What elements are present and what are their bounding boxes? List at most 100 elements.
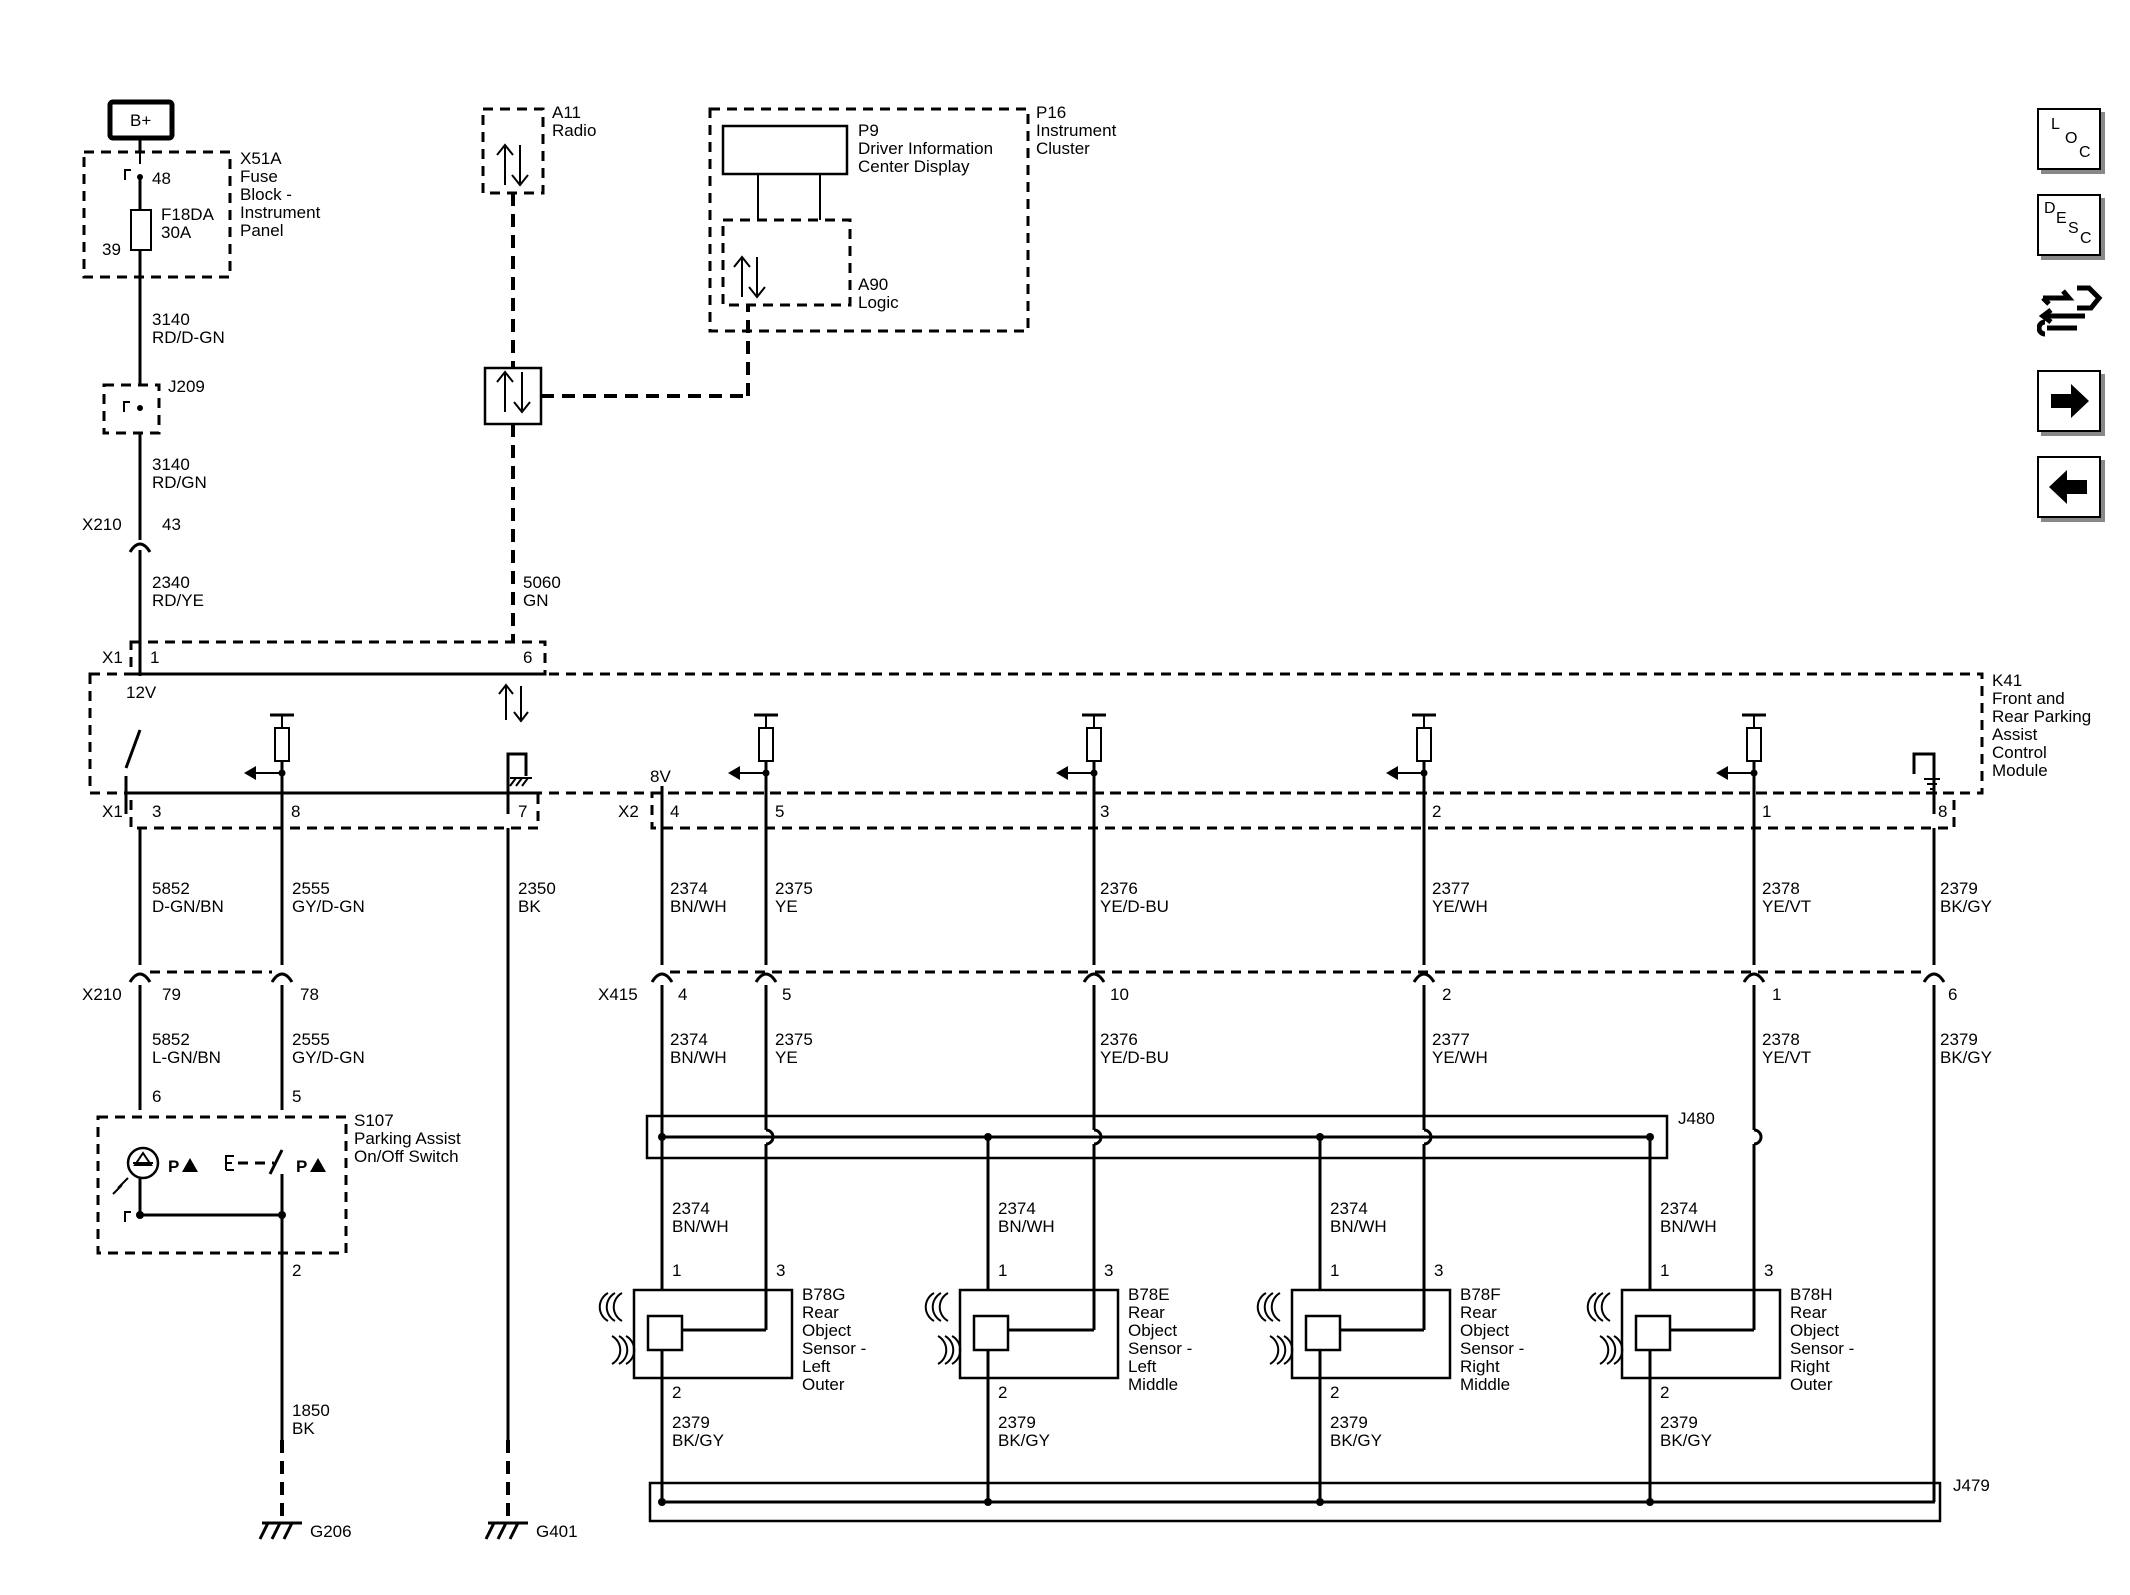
mid-wire-color: BK bbox=[518, 897, 541, 916]
low-wire-circuit: 2379 bbox=[1940, 1030, 1978, 1049]
x210-pin-78: 78 bbox=[300, 985, 319, 1004]
arrow-left-icon bbox=[2049, 470, 2087, 504]
ultrasonic-wave-icon bbox=[598, 1292, 636, 1365]
ground-g401-label: G401 bbox=[536, 1522, 578, 1541]
pullup-resistor bbox=[244, 713, 294, 828]
low-wire-color: YE/WH bbox=[1432, 1048, 1488, 1067]
sensor-pin-1: 1 bbox=[998, 1261, 1007, 1280]
sensor-ground-color: BK/GY bbox=[672, 1431, 724, 1450]
sensor-pin-2: 2 bbox=[998, 1383, 1007, 1402]
harness-wire bbox=[1082, 828, 1106, 983]
sensor-pin-3: 3 bbox=[1434, 1261, 1443, 1280]
logic-ref: A90 bbox=[858, 275, 888, 294]
loc-letter-c: C bbox=[2079, 144, 2091, 161]
fuse-ref: F18DA bbox=[161, 205, 215, 224]
sensor-name-line: Right bbox=[1460, 1357, 1500, 1376]
fuse-block-name-3: Instrument bbox=[240, 203, 321, 222]
low-wire-color: YE/D-BU bbox=[1100, 1048, 1169, 1067]
ground-g206-label: G206 bbox=[310, 1522, 352, 1541]
switch-pin-5: 5 bbox=[292, 1087, 301, 1106]
ultrasonic-wave-icon bbox=[924, 1292, 962, 1365]
svg-text:P: P bbox=[168, 1157, 179, 1176]
sensor-pin-2: 2 bbox=[1660, 1383, 1669, 1402]
module-12v: 12V bbox=[126, 683, 157, 702]
wire-2340-color: RD/YE bbox=[152, 591, 204, 610]
sensor-name-line: Rear bbox=[1790, 1303, 1827, 1322]
sensor-feed-circuit: 2374 bbox=[1660, 1199, 1698, 1218]
fuse-block-name-4: Panel bbox=[240, 221, 283, 240]
sensor-name-line: Object bbox=[1128, 1321, 1177, 1340]
sensor-name-line: Left bbox=[1128, 1357, 1157, 1376]
mid-wire-color: GY/D-GN bbox=[292, 897, 365, 916]
next-page-button[interactable] bbox=[2037, 370, 2101, 432]
sensor-feed-circuit: 2374 bbox=[998, 1199, 1036, 1218]
sensor-ground-color: BK/GY bbox=[1330, 1431, 1382, 1450]
sensor-feed-color: BN/WH bbox=[672, 1217, 729, 1236]
x1-pin-7: 7 bbox=[518, 802, 527, 821]
module-name-1: Front and bbox=[1992, 689, 2065, 708]
sensor-pin-3: 3 bbox=[776, 1261, 785, 1280]
sensor-name-line: Object bbox=[1460, 1321, 1509, 1340]
x2-pin-4: 4 bbox=[670, 802, 679, 821]
logic-a90-outline bbox=[721, 218, 852, 307]
mid-wire-circuit: 2378 bbox=[1762, 879, 1800, 898]
radio-name: Radio bbox=[552, 121, 596, 140]
sensor-name-line: Rear bbox=[802, 1303, 839, 1322]
sensor-ref: B78G bbox=[802, 1285, 845, 1304]
ground-g401-symbol bbox=[484, 1521, 528, 1540]
low-wire-color: L-GN/BN bbox=[152, 1048, 221, 1067]
x2-pin-3: 3 bbox=[1100, 802, 1109, 821]
harness-wire bbox=[1742, 828, 1766, 983]
wire-3140-color: RD/D-GN bbox=[152, 328, 225, 347]
mid-wire-color: YE/WH bbox=[1432, 897, 1488, 916]
pullup-resistor bbox=[728, 713, 778, 828]
loc-button[interactable]: L O C bbox=[2037, 108, 2101, 170]
wire-5060-circuit: 5060 bbox=[523, 573, 561, 592]
display-ref: P9 bbox=[858, 121, 879, 140]
x415-pin-4: 4 bbox=[678, 985, 687, 1004]
sensor-ground-color: BK/GY bbox=[1660, 1431, 1712, 1450]
sensor-name-line: Outer bbox=[802, 1375, 845, 1394]
splice-j209-label: J209 bbox=[168, 377, 205, 396]
mid-wire-color: YE/VT bbox=[1762, 897, 1811, 916]
arrow-right-icon bbox=[2051, 384, 2089, 418]
ultrasonic-wave-icon bbox=[1256, 1292, 1294, 1365]
x210-top-pin: 43 bbox=[162, 515, 181, 534]
prev-page-button[interactable] bbox=[2037, 456, 2101, 518]
logic-name: Logic bbox=[858, 293, 899, 312]
mid-wire-color: BK/GY bbox=[1940, 897, 1992, 916]
low-wire-circuit: 2378 bbox=[1762, 1030, 1800, 1049]
x415-pin-6: 6 bbox=[1948, 985, 1957, 1004]
sensor-ref: B78F bbox=[1460, 1285, 1501, 1304]
radio-ref: A11 bbox=[552, 103, 581, 122]
x1-pin-3: 3 bbox=[152, 802, 161, 821]
sensor-feed-circuit: 2374 bbox=[672, 1199, 710, 1218]
sensor-feed-color: BN/WH bbox=[1330, 1217, 1387, 1236]
sensor-ref: B78E bbox=[1128, 1285, 1170, 1304]
splice-j209-outline bbox=[102, 383, 161, 435]
mid-wire-circuit: 2377 bbox=[1432, 879, 1470, 898]
sensor-name-line: Sensor - bbox=[802, 1339, 866, 1358]
sensor-ground-circuit: 2379 bbox=[1330, 1413, 1368, 1432]
wire-5060-color: GN bbox=[523, 591, 549, 610]
sensor-name-line: Right bbox=[1790, 1357, 1830, 1376]
wire-3140-rdgn-circuit: 3140 bbox=[152, 455, 190, 474]
harness-wire bbox=[754, 828, 778, 983]
sensor-ground-color: BK/GY bbox=[998, 1431, 1050, 1450]
sensor-feed-color: BN/WH bbox=[1660, 1217, 1717, 1236]
harness-wire bbox=[128, 828, 152, 983]
low-wire-circuit: 2376 bbox=[1100, 1030, 1138, 1049]
mid-wire-color: YE/D-BU bbox=[1100, 897, 1169, 916]
connector-view-button[interactable] bbox=[2036, 278, 2103, 338]
mid-wire-circuit: 5852 bbox=[152, 879, 190, 898]
module-8v: 8V bbox=[650, 767, 671, 786]
desc-button[interactable]: D E S C bbox=[2037, 194, 2101, 256]
harness-wire bbox=[270, 828, 294, 983]
fuse-block-outline bbox=[82, 150, 232, 279]
desc-letter-s: S bbox=[2068, 220, 2079, 237]
low-wire-circuit: 2555 bbox=[292, 1030, 330, 1049]
x415-pin-2: 2 bbox=[1442, 985, 1451, 1004]
switch-ref: S107 bbox=[354, 1111, 394, 1130]
